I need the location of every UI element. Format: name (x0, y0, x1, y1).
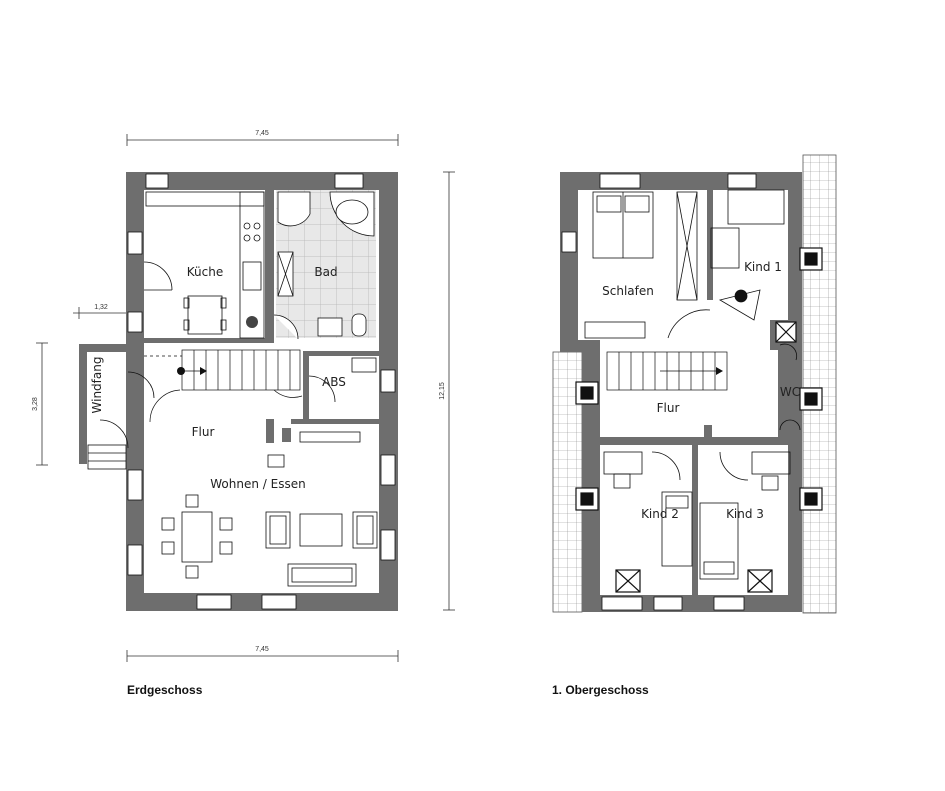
room-label-bad: Bad (314, 265, 337, 279)
room-label-wc: WC (780, 385, 800, 399)
dim-windfang-width: 1,32 (94, 304, 108, 311)
room-label-flur-eg: Flur (192, 425, 215, 439)
roof-windows (575, 247, 823, 593)
caption-erdgeschoss: Erdgeschoss (127, 683, 203, 697)
room-label-kueche: Küche (187, 265, 223, 279)
room-label-kind1: Kind 1 (744, 260, 782, 274)
room-label-kind3: Kind 3 (726, 507, 764, 521)
room-label-schlafen: Schlafen (602, 284, 654, 298)
upper-windows (561, 173, 757, 611)
caption-obergeschoss: 1. Obergeschoss (552, 683, 649, 697)
upper-stairs (606, 351, 728, 391)
ground-floor-plan: 7,45 7,45 12,15 1,32 3,28 (32, 130, 455, 662)
room-label-windfang: Windfang (90, 357, 104, 414)
upper-furniture (584, 189, 801, 580)
upper-floor-plan: Schlafen Kind 1 Flur WC Kind 2 Kind 3 (552, 154, 837, 614)
living-furniture (161, 431, 378, 587)
bathroom-furniture (273, 191, 375, 340)
dim-width-bottom: 7,45 (255, 646, 269, 653)
room-label-flur-og: Flur (657, 401, 680, 415)
room-label-abs: ABS (322, 375, 346, 389)
dim-windfang-depth: 3,28 (32, 397, 39, 411)
dim-depth: 12,15 (439, 382, 446, 400)
ground-windows (127, 173, 396, 610)
room-label-kind2: Kind 2 (641, 507, 679, 521)
room-label-wohnen: Wohnen / Essen (210, 477, 305, 491)
ground-stairs (144, 349, 303, 423)
dim-width-top: 7,45 (255, 130, 269, 137)
kitchen-furniture (143, 191, 265, 339)
roof-right (802, 154, 837, 614)
